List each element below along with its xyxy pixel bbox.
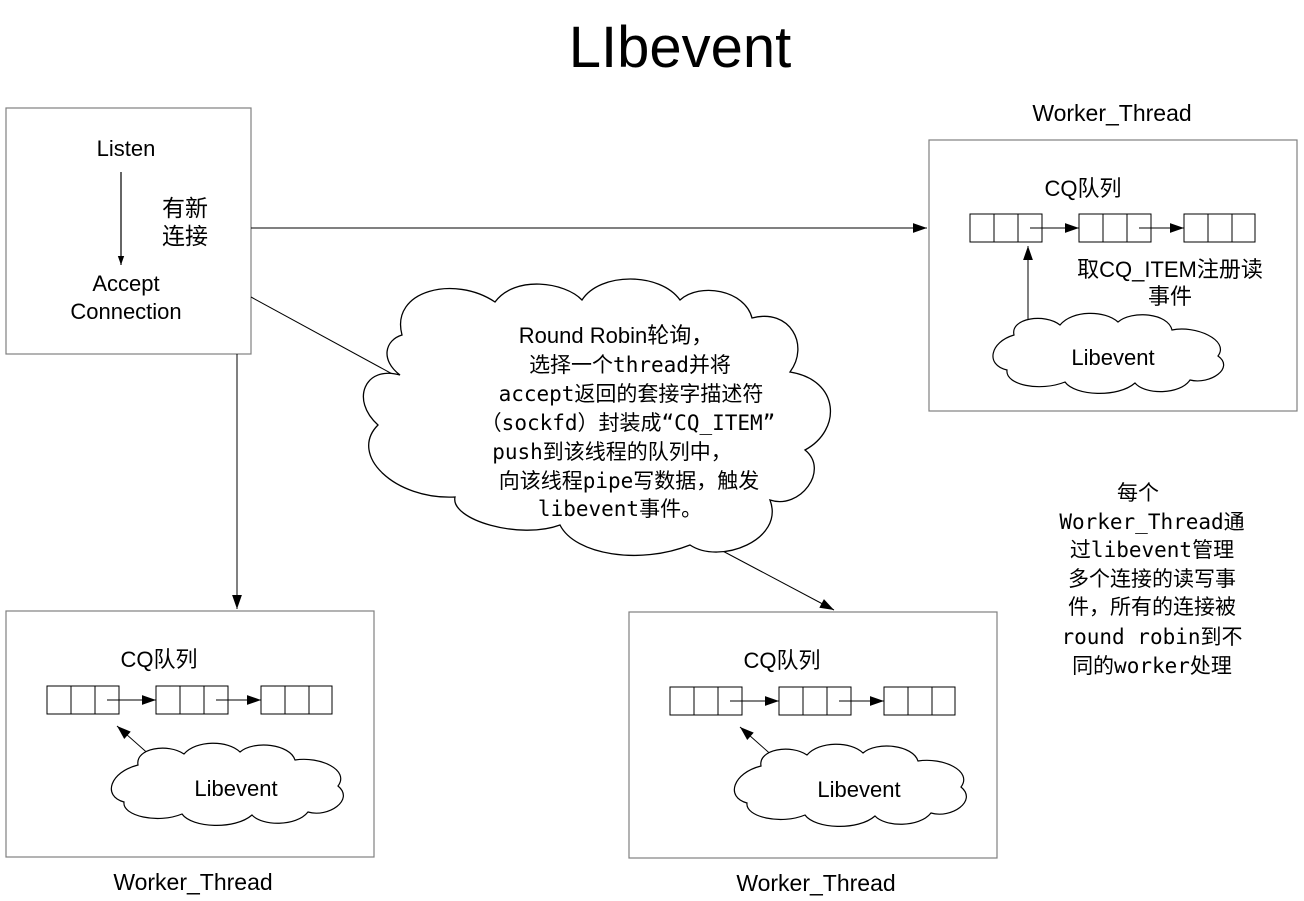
round-robin-cloud: Round Robin轮询， 选择一个thread并将 accept返回的套接字… — [362, 278, 831, 556]
summary-line-4: 多个连接的读写事 — [1068, 567, 1236, 591]
cq-queue-label: CQ队列 — [120, 647, 197, 672]
cq-queue-label: CQ队列 — [743, 648, 820, 673]
worker-thread-bottom-left: CQ队列 Libevent Worker_Thread — [5, 610, 375, 895]
round-robin-line-4: （sockfd）封装成“CQ_ITEM” — [481, 411, 776, 435]
register-read-event-note-line1: 取CQ_ITEM注册读 — [1077, 257, 1263, 282]
worker-thread-bottom-middle: CQ队列 Libevent Worker_Thread — [628, 611, 998, 896]
libevent-cloud — [110, 742, 344, 826]
round-robin-line-6: 向该线程pipe写数据，触发 — [499, 469, 760, 493]
worker-thread-top-right: Worker_Thread CQ队列 取CQ_ITEM注册读 — [928, 100, 1298, 412]
cq-queue — [46, 685, 333, 715]
connection-label: Connection — [70, 299, 181, 324]
worker-thread-caption: Worker_Thread — [1032, 100, 1191, 126]
summary-line-7: 同的worker处理 — [1072, 654, 1232, 678]
queue-node — [260, 685, 333, 715]
diagram-title: LIbevent — [569, 15, 792, 80]
libevent-cloud — [733, 743, 967, 827]
round-robin-line-7: libevent事件。 — [538, 497, 702, 521]
round-robin-line-5: push到该线程的队列中， — [492, 440, 732, 464]
summary-line-2: Worker_Thread通 — [1059, 510, 1244, 534]
queue-node — [1183, 213, 1256, 243]
connector-to-worker-bottom-middle — [716, 547, 835, 611]
cq-queue-label: CQ队列 — [1044, 176, 1121, 201]
worker-thread-caption: Worker_Thread — [113, 869, 272, 895]
queue-node — [969, 213, 1043, 243]
libevent-cloud — [992, 312, 1225, 394]
accept-label: Accept — [92, 271, 159, 296]
round-robin-line-1: Round Robin轮询， — [519, 323, 713, 348]
summary-line-1: 每个 — [1117, 481, 1159, 505]
round-robin-line-2: 选择一个thread并将 — [529, 353, 731, 377]
listen-label: Listen — [97, 136, 156, 161]
queue-node — [778, 686, 852, 716]
libevent-label: Libevent — [1071, 345, 1154, 370]
summary-line-3: 过libevent管理 — [1070, 538, 1234, 562]
cq-queue — [669, 686, 956, 716]
register-read-event-note-line2: 事件 — [1148, 284, 1192, 309]
libevent-label: Libevent — [817, 777, 900, 802]
new-connection-label-line2: 连接 — [162, 223, 208, 249]
libevent-label: Libevent — [194, 776, 277, 801]
new-connection-label-line1: 有新 — [162, 195, 208, 221]
round-robin-line-3: accept返回的套接字描述符 — [499, 382, 764, 406]
cq-queue — [969, 213, 1256, 243]
connector-to-round-robin-cloud — [250, 296, 397, 377]
queue-node — [883, 686, 956, 716]
summary-line-5: 件，所有的连接被 — [1068, 595, 1236, 619]
listener-thread-box: Listen 有新 连接 Accept Connection — [5, 107, 252, 355]
summary-line-6: round robin到不 — [1061, 625, 1242, 649]
worker-thread-caption: Worker_Thread — [736, 870, 895, 896]
summary-note: 每个 Worker_Thread通 过libevent管理 多个连接的读写事 件… — [1059, 481, 1244, 678]
